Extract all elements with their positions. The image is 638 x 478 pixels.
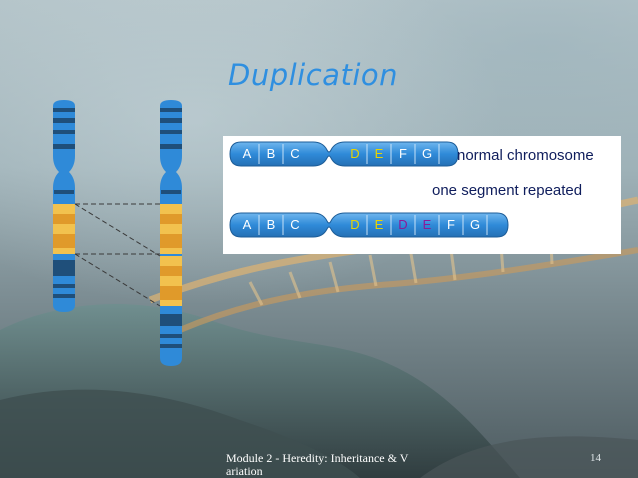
duplication-diagram: A B C D E F G normal chromosome one segm… xyxy=(223,136,621,254)
segment-repeated-caption: one segment repeated xyxy=(432,182,583,199)
segment-label: F xyxy=(447,217,455,232)
segment-label: E xyxy=(422,217,432,232)
segment-label: E xyxy=(374,146,384,161)
normal-chromosome-drawing xyxy=(53,100,75,312)
footer-text: Module 2 - Heredity: Inheritance & V ari… xyxy=(226,451,409,478)
segment-label: A xyxy=(242,217,252,232)
segment-label: D xyxy=(350,217,360,232)
segment-label: D xyxy=(398,217,408,232)
duplicated-chromosome-shape xyxy=(229,212,509,238)
duplication-guide-lines xyxy=(74,203,161,307)
segment-label: D xyxy=(350,146,360,161)
segment-label: F xyxy=(399,146,407,161)
segment-label: G xyxy=(469,217,481,232)
normal-chromosome-caption: normal chromosome xyxy=(457,147,594,164)
segment-label: G xyxy=(421,146,433,161)
page-number: 14 xyxy=(590,452,601,464)
segment-label: C xyxy=(290,146,300,161)
segment-label: B xyxy=(266,217,276,232)
chromosome-illustration xyxy=(53,100,182,366)
slide-title: Duplication xyxy=(228,58,398,92)
segment-label: C xyxy=(290,217,300,232)
duplicated-chromosome-drawing xyxy=(160,100,182,366)
segment-label: A xyxy=(242,146,252,161)
normal-chromosome-shape xyxy=(229,141,459,167)
segment-label: E xyxy=(374,217,384,232)
segment-label: B xyxy=(266,146,276,161)
